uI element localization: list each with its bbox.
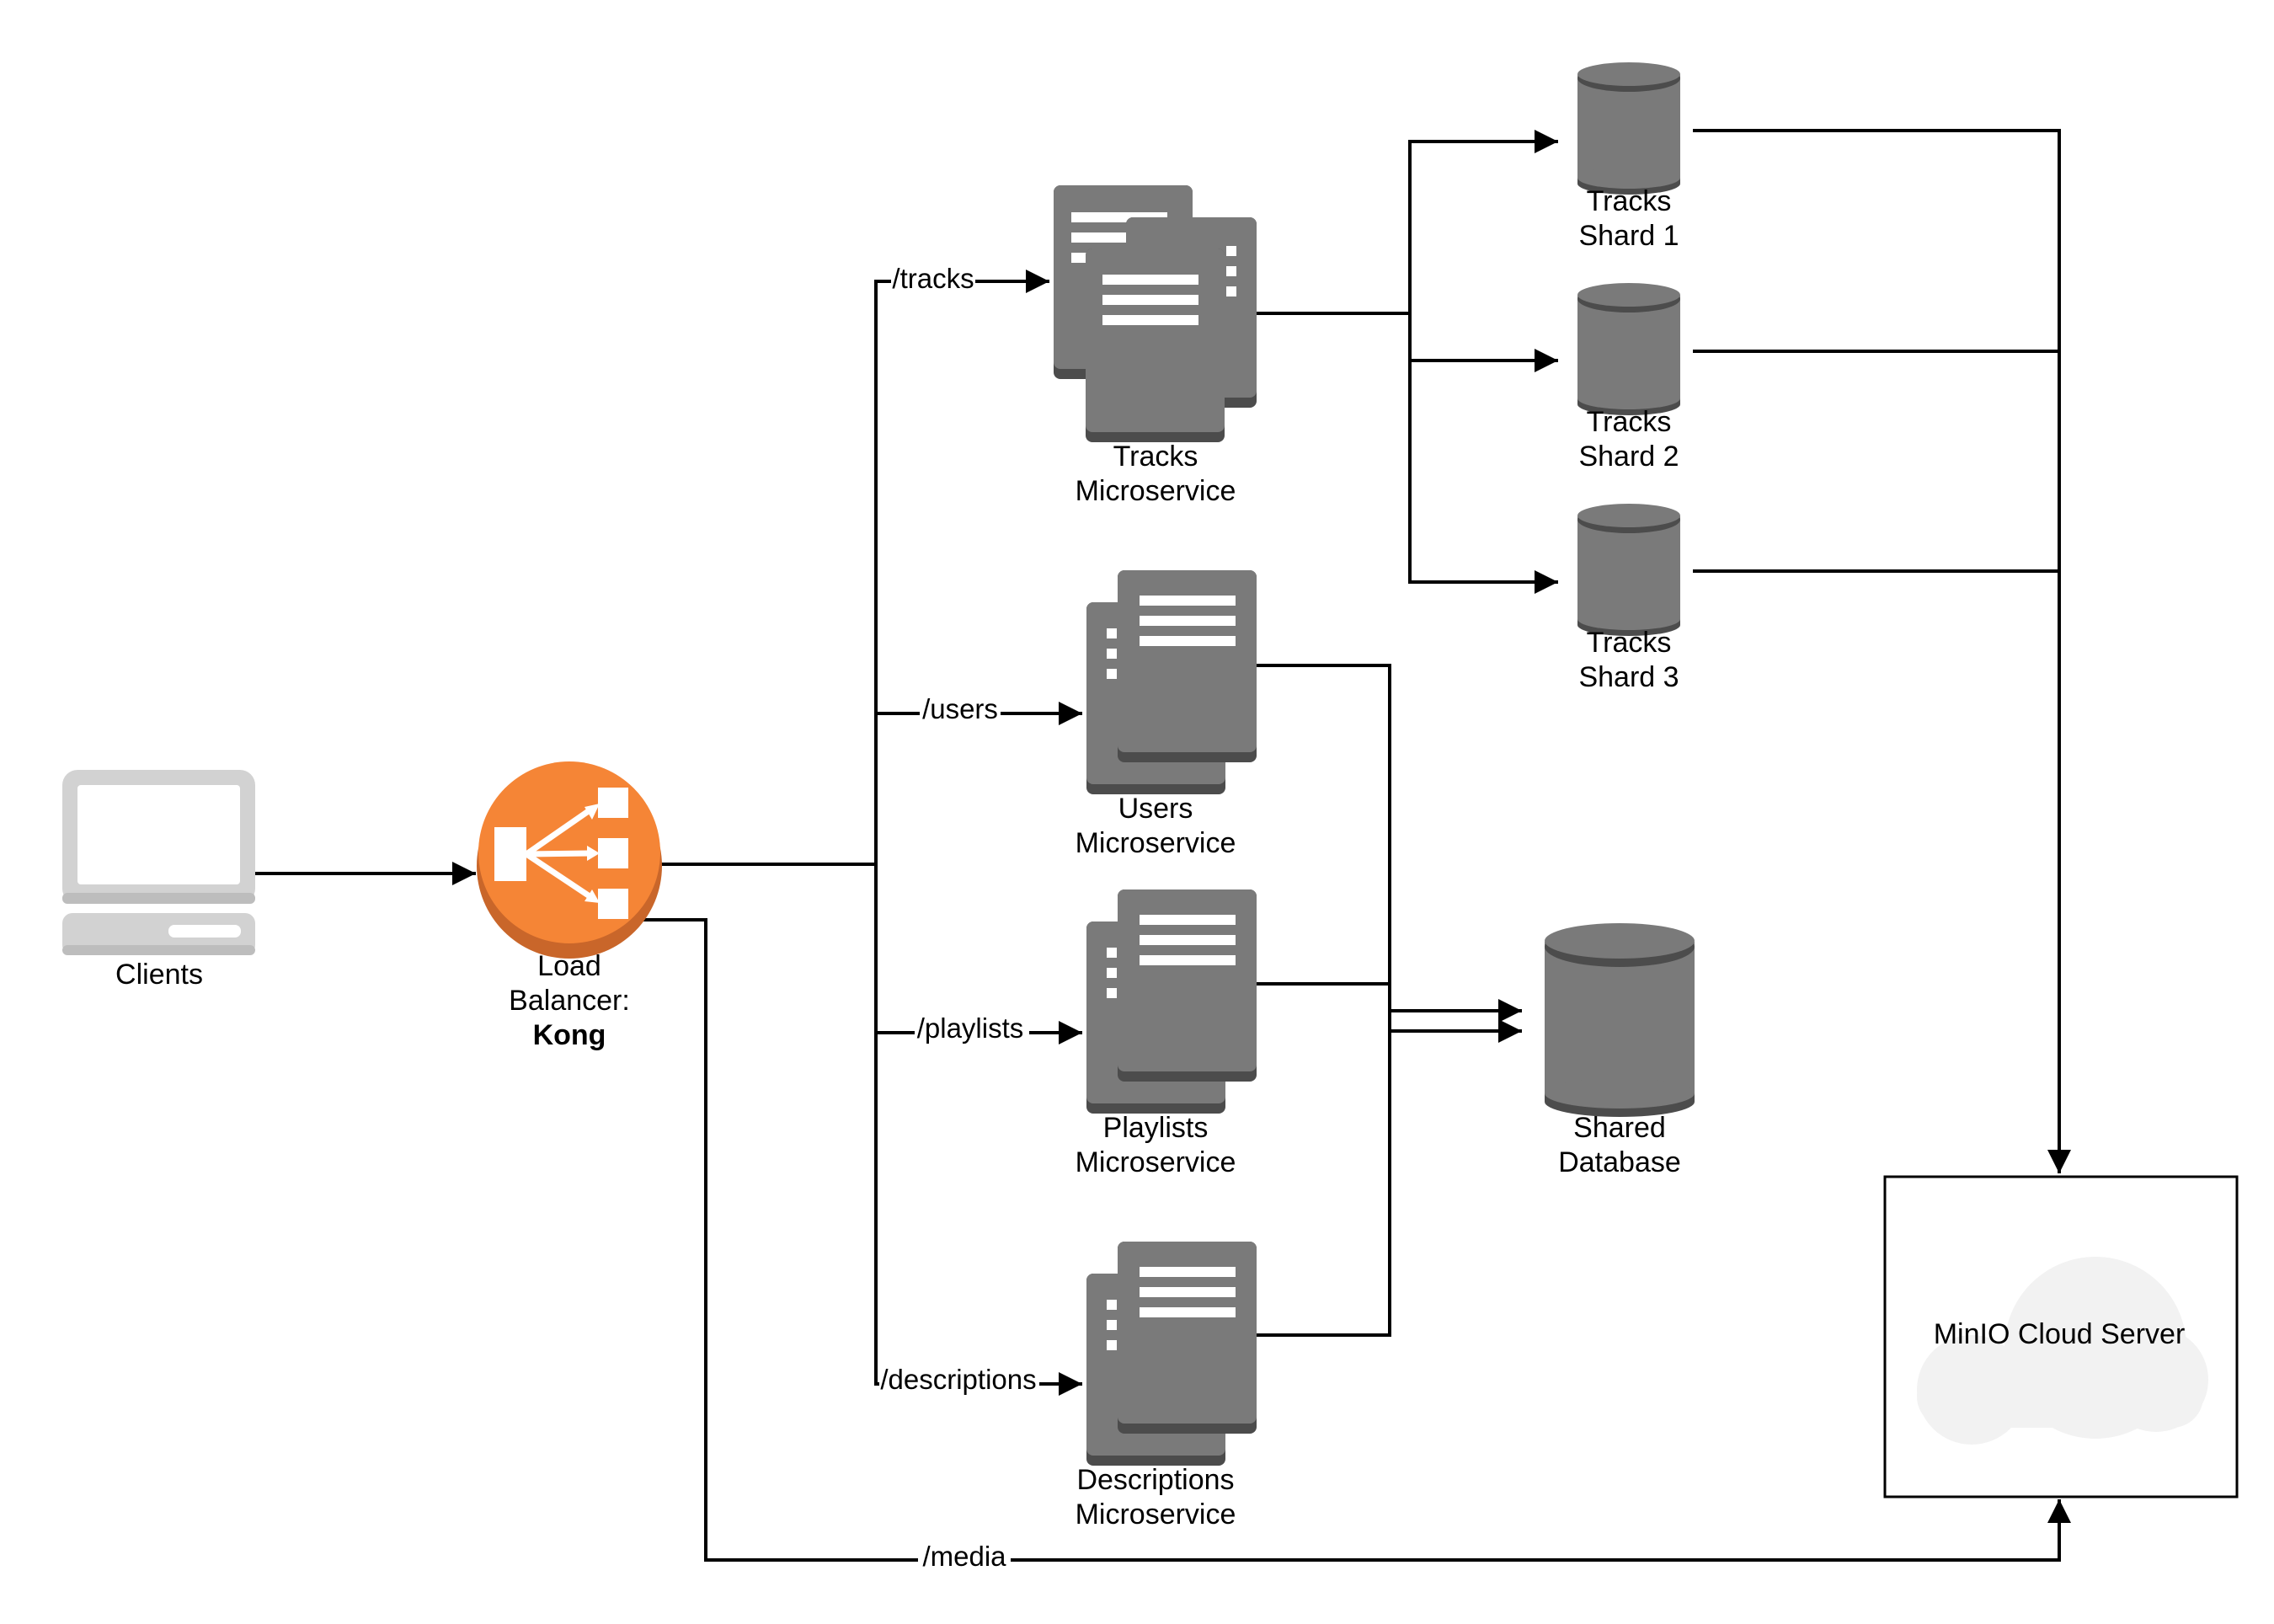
route-labels: /tracks /users /playlists /descriptions …	[879, 261, 1039, 1573]
tracks-shard-1-node[interactable]: Tracks Shard 1	[1577, 62, 1680, 252]
connector-users-to-shared-db	[1257, 664, 1522, 1023]
cloud-icon	[1917, 1257, 2208, 1445]
load-balancer-node[interactable]: Load Balancer: Kong	[477, 761, 662, 1051]
connector-tracks-to-shard1	[1408, 130, 1558, 313]
load-balancer-icon	[477, 761, 662, 959]
database-icon	[1545, 923, 1695, 1117]
connector-lb-to-tracks	[874, 270, 1049, 864]
connector-tracks-to-shard3	[1408, 361, 1558, 594]
playlists-microservice-node[interactable]: Playlists Microservice	[1076, 889, 1257, 1178]
server-stack-icon	[1086, 570, 1257, 794]
route-label-media: /media	[922, 1541, 1006, 1572]
playlists-microservice-label-line2: Microservice	[1076, 1146, 1236, 1178]
connector-descriptions-to-shared-db	[1257, 1031, 1391, 1337]
database-icon	[1577, 62, 1680, 195]
connector-lb-to-users	[874, 702, 1082, 864]
descriptions-microservice-node[interactable]: Descriptions Microservice	[1076, 1242, 1257, 1531]
users-microservice-label-line1: Users	[1118, 793, 1193, 825]
connectors	[254, 129, 2071, 1562]
users-microservice-node[interactable]: Users Microservice	[1076, 570, 1257, 859]
descriptions-microservice-label-line2: Microservice	[1076, 1498, 1236, 1531]
database-icon	[1577, 504, 1680, 636]
tracks-shard-3-node[interactable]: Tracks Shard 3	[1577, 504, 1680, 693]
clients-label: Clients	[115, 959, 203, 991]
laptop-icon	[62, 770, 255, 955]
shared-database-label-line1: Shared	[1573, 1112, 1666, 1144]
tracks-shard-3-label-line2: Shard 3	[1578, 661, 1679, 693]
connector-tracks-to-shard2	[1408, 313, 1558, 372]
connector-lb-to-playlists	[874, 864, 1082, 1044]
load-balancer-label-line3: Kong	[533, 1019, 606, 1051]
route-label-playlists: /playlists	[917, 1012, 1024, 1044]
minio-cloud-server-node[interactable]: MinIO Cloud Server	[1883, 1175, 2239, 1498]
tracks-microservice-node[interactable]: Tracks Microservice	[1054, 185, 1257, 507]
clients-node[interactable]: Clients	[62, 770, 255, 991]
load-balancer-label-line1: Load	[537, 950, 601, 982]
connector-lb-to-descriptions	[874, 864, 1082, 1396]
descriptions-microservice-label-line1: Descriptions	[1076, 1464, 1234, 1496]
tracks-shard-2-label-line2: Shard 2	[1578, 441, 1679, 473]
playlists-microservice-label-line1: Playlists	[1103, 1112, 1209, 1144]
shared-database-node[interactable]: Shared Database	[1545, 923, 1695, 1178]
tracks-microservice-label-line2: Microservice	[1076, 475, 1236, 507]
users-microservice-label-line2: Microservice	[1076, 827, 1236, 859]
server-stack-icon	[1054, 185, 1257, 442]
minio-label: MinIO Cloud Server	[1934, 1318, 2186, 1350]
server-stack-icon	[1086, 889, 1257, 1114]
connector-lb-to-minio-media	[640, 918, 2071, 1562]
tracks-microservice-label-line1: Tracks	[1113, 441, 1198, 473]
route-label-tracks: /tracks	[892, 263, 974, 294]
tracks-shard-1-label-line1: Tracks	[1587, 185, 1672, 217]
tracks-shard-3-label-line1: Tracks	[1587, 627, 1672, 659]
connector-playlists-to-shared-db	[1257, 982, 1522, 1043]
tracks-shard-2-node[interactable]: Tracks Shard 2	[1577, 283, 1680, 473]
shared-database-label-line2: Database	[1558, 1146, 1681, 1178]
route-label-descriptions: /descriptions	[880, 1364, 1036, 1395]
route-label-users: /users	[922, 693, 998, 724]
connector-shard1-to-minio	[1693, 129, 2071, 1173]
load-balancer-label-line2: Balancer:	[509, 985, 630, 1017]
tracks-shard-1-label-line2: Shard 1	[1578, 220, 1679, 252]
tracks-shard-2-label-line1: Tracks	[1587, 406, 1672, 438]
server-stack-icon	[1086, 1242, 1257, 1466]
database-icon	[1577, 283, 1680, 415]
